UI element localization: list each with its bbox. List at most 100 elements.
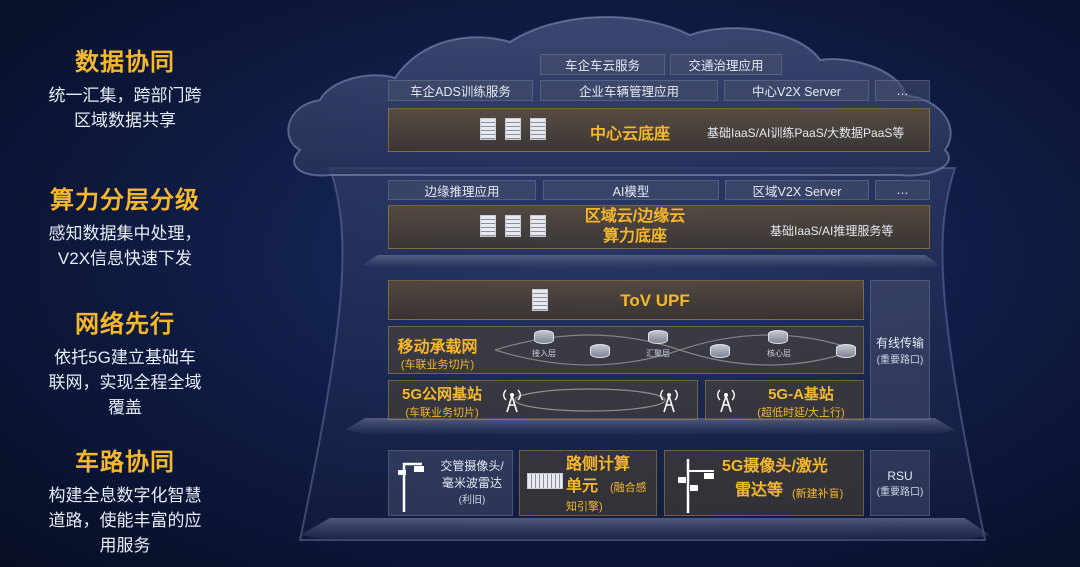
rsc-title-line: 路侧计算 (566, 456, 631, 473)
desc-line: V2X信息快速下发 (57, 249, 193, 268)
bs-5g-box (388, 380, 698, 420)
app-regional-v2x: 区域V2X Server (725, 180, 869, 200)
server-icon (505, 118, 521, 140)
app-more: … (875, 80, 930, 101)
upf-box (388, 280, 864, 320)
desc-line: 构建全息数字化智慧 (48, 486, 202, 505)
router-icon (768, 330, 788, 344)
new-sensor-title-2: 雷达等 (735, 482, 784, 499)
bs-5ga-sub: (超低时延/大上行) (757, 407, 845, 419)
server-icon (530, 215, 546, 237)
upf-title: ToV UPF (620, 291, 690, 310)
app-ads-training: 车企ADS训练服务 (388, 80, 533, 101)
bs-5ga-title: 5G-A基站 (768, 386, 834, 403)
tray-road (300, 518, 990, 540)
desc-line: 区域数据共享 (74, 111, 176, 130)
block-title: 车路协同 (75, 449, 175, 476)
new-sensor-box (664, 450, 864, 516)
desc-line: 感知数据集中处理， (48, 224, 202, 243)
node-label-aggregation: 汇聚层 (646, 349, 670, 358)
block-desc: 构建全息数字化智慧 道路，使能丰富的应 用服务 (0, 483, 250, 558)
rsu-box: RSU (重要路口) (870, 450, 930, 516)
app-ai-model: AI模型 (543, 180, 719, 200)
block-data-collab: 数据协同 统一汇集，跨部门跨 区域数据共享 (0, 42, 250, 133)
edge-cloud-sub: 基础IaaS/AI推理服务等 (770, 224, 894, 238)
desc-line: 统一汇集，跨部门跨 (48, 86, 202, 105)
desc-line: 覆盖 (108, 398, 142, 417)
edge-cloud-title-line: 区域云/边缘云 (584, 208, 686, 225)
roadside-compute-sub: (融合感 (610, 480, 660, 496)
bearer-title: 移动承载网 (397, 339, 478, 356)
server-icon (530, 118, 546, 140)
router-icon (534, 330, 554, 344)
block-desc: 依托5G建立基础车 联网，实现全程全域 覆盖 (0, 345, 250, 420)
desc-line: 依托5G建立基础车 (54, 348, 196, 367)
router-icon (590, 344, 610, 358)
bs-5g-title: 5G公网基站 (401, 386, 482, 403)
node-label-access: 接入层 (532, 349, 556, 358)
bs-5ga-box (705, 380, 864, 420)
bs-5g-sub: (车联业务切片) (405, 407, 479, 419)
rsc-sub-line: (融合感 (610, 482, 647, 494)
node-label-core: 核心层 (767, 349, 791, 358)
block-title: 数据协同 (75, 49, 175, 76)
app-central-v2x: 中心V2X Server (724, 80, 869, 101)
app-traffic-governance: 交通治理应用 (670, 54, 782, 75)
rsu-sub: (重要路口) (876, 486, 924, 498)
camera-title-line: 交管摄像头/ (440, 459, 504, 473)
edge-cloud-base (388, 205, 930, 249)
antenna-icon (503, 389, 521, 413)
server-icon (532, 289, 548, 311)
edge-cloud-title-line: 算力底座 (602, 228, 667, 245)
sensor-title-line: 5G摄像头/激光 (722, 458, 828, 475)
compute-unit-icon (527, 473, 563, 489)
block-desc: 统一汇集，跨部门跨 区域数据共享 (0, 83, 250, 133)
roadside-compute-sub-2: 知引擎) (566, 501, 603, 513)
tray-edge (362, 255, 940, 268)
desc-line: 用服务 (99, 536, 151, 555)
bs-link (514, 388, 666, 412)
desc-line: 联网，实现全程全域 (48, 373, 202, 392)
wired-sub: (重要路口) (876, 355, 924, 366)
left-column: 数据协同 统一汇集，跨部门跨 区域数据共享 算力分层分级 感知数据集中处理， V… (0, 0, 270, 567)
tray-network (345, 418, 955, 434)
roadside-compute-title: 路侧计算 单元 (566, 454, 651, 498)
block-title: 网络先行 (75, 311, 175, 338)
traffic-camera-box (388, 450, 513, 516)
server-icon (505, 215, 521, 237)
server-icon (480, 118, 496, 140)
block-vehicle-road: 车路协同 构建全息数字化智慧 道路，使能丰富的应 用服务 (0, 442, 250, 558)
central-cloud-base (388, 108, 930, 152)
block-desc: 感知数据集中处理， V2X信息快速下发 (0, 221, 250, 271)
app-more: … (875, 180, 930, 200)
wired-transmission: 有线传输 (重要路口) (870, 280, 930, 420)
block-title: 算力分层分级 (50, 187, 200, 214)
camera-pole-icon (398, 462, 424, 512)
router-icon (710, 344, 730, 358)
antenna-icon (717, 389, 735, 413)
new-sensor-sub: (新建补盲) (792, 488, 844, 500)
bearer-sub: (车联业务切片) (400, 359, 475, 371)
block-network: 网络先行 依托5G建立基础车 联网，实现全程全域 覆盖 (0, 304, 250, 420)
block-compute: 算力分层分级 感知数据集中处理， V2X信息快速下发 (0, 180, 250, 271)
router-icon (836, 344, 856, 358)
server-icon (480, 215, 496, 237)
central-cloud-sub: 基础IaaS/AI训练PaaS/大数据PaaS等 (707, 126, 905, 140)
app-vehicle-cloud: 车企车云服务 (540, 54, 665, 75)
edge-cloud-title: 区域云/边缘云 算力底座 (565, 207, 705, 247)
camera-title-line: 毫米波雷达 (441, 476, 502, 490)
app-fleet-mgmt: 企业车辆管理应用 (540, 80, 718, 101)
wired-title: 有线传输 (875, 336, 924, 350)
bearer-link-2 (494, 334, 856, 366)
traffic-camera-text: 交管摄像头/ 毫米波雷达 (利旧) (432, 458, 512, 509)
camera-sub: (利旧) (458, 495, 486, 506)
rsc-title-line: 单元 (566, 478, 599, 495)
antenna-icon (660, 389, 678, 413)
sensor-pole-icon (678, 459, 714, 513)
new-sensor-title: 5G摄像头/激光 (722, 456, 862, 478)
rsu-title: RSU (887, 468, 913, 483)
router-icon (648, 330, 668, 344)
desc-line: 道路，使能丰富的应 (48, 511, 202, 530)
central-cloud-title: 中心云底座 (589, 126, 670, 143)
app-edge-inference: 边缘推理应用 (388, 180, 536, 200)
